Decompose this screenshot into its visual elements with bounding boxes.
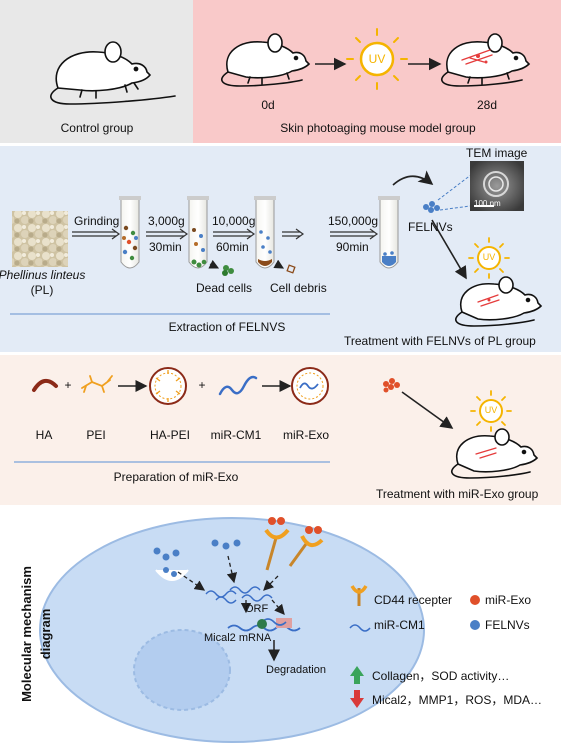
- mechanism-title-line1: Molecular mechanism: [19, 566, 34, 702]
- step3-time: 90min: [336, 240, 369, 254]
- uv-label: UV: [368, 52, 386, 66]
- control-mouse-icon: [50, 41, 176, 105]
- uv-label-2: UV: [482, 252, 496, 262]
- dead-cells-label: Dead cells: [196, 281, 253, 295]
- mir-exo-icon: [291, 367, 329, 405]
- legend-mircm1-icon: [349, 624, 371, 632]
- step1-time: 30min: [149, 240, 182, 254]
- mrna-label: Mical2 mRNA: [204, 632, 272, 644]
- pei-icon: [81, 375, 113, 393]
- mir-cm1-label: miR-CM1: [210, 428, 262, 442]
- prep-title: Preparation of miR-Exo: [113, 470, 239, 484]
- treatment-mouse-felnvs-icon: [454, 276, 543, 327]
- cell-debris-icon: [273, 259, 296, 274]
- uv-sun-icon-3: [470, 390, 512, 432]
- mical2-mrna-icon: [227, 618, 301, 632]
- plus-2: +: [198, 378, 206, 392]
- mir-cm1-cluster-icon: [205, 586, 273, 604]
- orf-label: ORF: [245, 603, 269, 615]
- tube-4: [378, 196, 400, 269]
- ha-icon: [32, 378, 58, 392]
- felnvs-entry-icon: [153, 539, 241, 577]
- felnvs-label: FELNVs: [408, 220, 453, 234]
- legend-mirexo-icon: [470, 595, 480, 605]
- tem-scale: 100 nm: [474, 199, 501, 208]
- tube-3: [254, 196, 276, 269]
- felnvs-cluster-icon: [423, 201, 440, 213]
- extraction-title: Extraction of FELNVS: [168, 320, 286, 334]
- mir-exo-label: miR-Exo: [282, 428, 330, 442]
- uptake-arrows: [177, 555, 285, 615]
- tem-image: [470, 161, 524, 211]
- step2-time: 60min: [216, 240, 249, 254]
- step2-speed: 10,000g: [212, 214, 256, 228]
- day-start-label: 0d: [261, 98, 275, 112]
- process-arrows: [72, 228, 379, 240]
- ha-pei-icon: [149, 367, 187, 405]
- ha-label: HA: [35, 428, 53, 442]
- model-group-label: Skin photoaging mouse model group: [280, 121, 476, 135]
- mirexo-cluster-icon: [383, 378, 400, 393]
- tube-2: [187, 196, 209, 269]
- extraction-panel: [0, 146, 561, 352]
- legend-felnvs-icon: [470, 620, 480, 630]
- source-abbr: (PL): [30, 283, 54, 297]
- uv-sun-icon: [346, 28, 408, 90]
- downregulated-text: Mical2，MMP1，ROS，MDA…: [372, 693, 543, 707]
- step1-speed: 3,000g: [148, 214, 185, 228]
- source-name: Phellinus linteus: [0, 268, 86, 282]
- mechanism-side-title: Molecular mechanism diagram: [17, 566, 55, 702]
- mir-cm1-icon: [218, 375, 258, 396]
- cd44-receptor-icon: [264, 517, 324, 571]
- step-grinding: Grinding: [74, 214, 120, 228]
- dead-cells-icon: [208, 259, 234, 276]
- step3-speed: 150,000g: [328, 214, 379, 228]
- upregulated-text: Collagen，SOD activity…: [372, 669, 510, 683]
- treatment-mouse-mirexo-icon: [450, 428, 539, 479]
- cell-debris-label: Cell debris: [270, 281, 327, 295]
- tem-title: TEM image: [466, 146, 528, 160]
- phellinus-image: [12, 211, 68, 267]
- mechanism-title-line2: diagram: [38, 608, 53, 660]
- legend-felnvs-label: FELNVs: [485, 618, 530, 632]
- mirexo-treatment-title: Treatment with miR-Exo group: [376, 487, 539, 501]
- legend-cd44-label: CD44 recepter: [374, 593, 453, 607]
- ha-pei-label: HA-PEI: [149, 428, 191, 442]
- down-arrow-icon: [350, 690, 364, 708]
- uv-sun-icon-2: [468, 237, 510, 279]
- tube-1: [119, 196, 141, 269]
- plus-1: +: [64, 378, 72, 392]
- control-group-label: Control group: [60, 121, 134, 135]
- curved-arrow: [392, 170, 434, 186]
- legend-mircm1-label: miR-CM1: [374, 618, 425, 632]
- pei-label: PEI: [86, 428, 106, 442]
- up-arrow-icon: [350, 666, 364, 684]
- degradation-label: Degradation: [266, 664, 326, 676]
- mouse-day28-icon: [440, 33, 531, 87]
- felnvs-treatment-title: Treatment with FELNVs of PL group: [344, 334, 536, 348]
- cell-icon: [39, 517, 425, 743]
- uv-label-3: UV: [484, 405, 498, 415]
- mouse-day0-icon: [220, 33, 311, 87]
- legend-mirexo-label: miR-Exo: [485, 593, 532, 607]
- day-end-label: 28d: [476, 98, 498, 112]
- legend-cd44-icon: [350, 585, 368, 606]
